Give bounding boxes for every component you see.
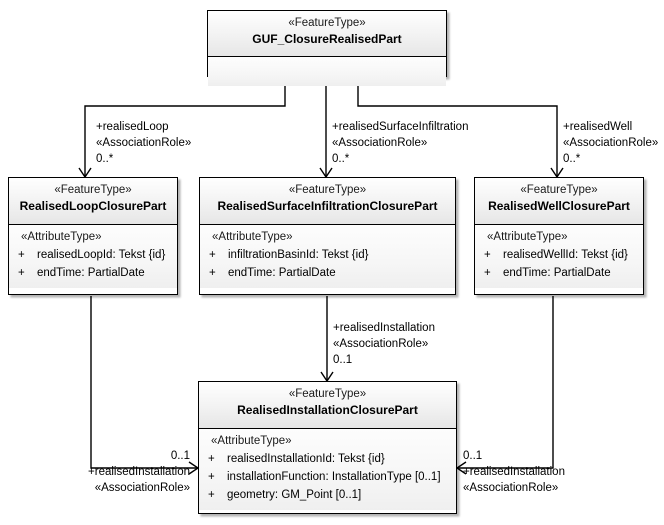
attribute-visibility: + [209,267,216,279]
assoc-role: +realisedSurfaceInfiltration [332,121,469,133]
assoc-role: +realisedInstallation [333,322,435,334]
attribute-visibility: + [208,453,215,465]
assoc-stereotype: «AssociationRole» [563,137,659,149]
assoc-multiplicity: 0..1 [170,450,190,462]
attribute-row: + installationFunction: InstallationType… [199,468,456,486]
assoc-stereotype: «AssociationRole» [96,137,192,149]
class-body [208,57,446,86]
class-name: RealisedLoopClosurePart [19,199,167,213]
class-header: «FeatureType» RealisedSurfaceInfiltratio… [200,178,455,225]
attribute-text: endTime: PartialDate [228,267,336,279]
attribute-text: realisedInstallationId: Tekst {id} [227,453,385,465]
class-body: «AttributeType» + realisedInstallationId… [199,429,456,510]
class-realised-surface-infiltration-closure-part[interactable]: «FeatureType» RealisedSurfaceInfiltratio… [199,177,456,295]
class-header: «FeatureType» RealisedWellClosurePart [475,178,643,225]
class-name: GUF_ClosureRealisedPart [252,32,402,46]
class-name: RealisedInstallationClosurePart [237,403,418,417]
attribute-text: endTime: PartialDate [37,267,145,279]
attribute-visibility: + [18,267,25,279]
attribute-row: + realisedInstallationId: Tekst {id} [199,450,456,468]
attribute-stereotype: «AttributeType» [21,231,102,243]
assoc-stereotype: «AssociationRole» [463,482,559,494]
attribute-visibility: + [208,471,215,483]
assoc-line-well-installation [455,296,554,475]
class-stereotype: «FeatureType» [288,388,367,400]
attribute-text: infiltrationBasinId: Tekst {id} [228,249,369,261]
class-header: «FeatureType» RealisedLoopClosurePart [9,178,177,225]
assoc-label-loop-to-installation: 0..1 +realisedInstallation «AssociationR… [10,448,190,496]
assoc-multiplicity: 0..* [332,153,350,165]
assoc-multiplicity: 0..1 [463,450,483,462]
class-name: RealisedSurfaceInfiltrationClosurePart [217,199,438,213]
attribute-row: + realisedWellId: Tekst {id} [475,246,643,264]
attribute-visibility: + [208,489,215,501]
attribute-row: + endTime: PartialDate [475,264,643,282]
assoc-multiplicity: 0..1 [333,354,353,366]
assoc-stereotype: «AssociationRole» [94,482,190,494]
class-guf-closure-realised-part[interactable]: «FeatureType» GUF_ClosureRealisedPart [207,10,447,86]
assoc-role: +realisedInstallation [463,466,565,478]
assoc-label-well-to-installation: 0..1 +realisedInstallation «AssociationR… [463,448,565,496]
assoc-role: +realisedInstallation [88,466,190,478]
attribute-text: realisedLoopId: Tekst {id} [37,249,166,261]
attribute-visibility: + [209,249,216,261]
class-body: «AttributeType» + infiltrationBasinId: T… [200,225,455,288]
assoc-stereotype: «AssociationRole» [333,338,429,350]
class-header: «FeatureType» RealisedInstallationClosur… [199,382,456,429]
class-realised-installation-closure-part[interactable]: «FeatureType» RealisedInstallationClosur… [198,381,457,514]
class-stereotype: «FeatureType» [520,184,598,196]
attribute-visibility: + [484,249,491,261]
assoc-line-loop-installation [90,296,200,475]
assoc-label-realised-loop: +realisedLoop «AssociationRole» 0..* [96,119,191,167]
class-body: «AttributeType» + realisedWellId: Tekst … [475,225,643,288]
assoc-role: +realisedWell [563,121,633,133]
class-header: «FeatureType» GUF_ClosureRealisedPart [208,11,446,57]
class-realised-well-closure-part[interactable]: «FeatureType» RealisedWellClosurePart «A… [474,177,644,295]
attribute-row: + endTime: PartialDate [200,264,455,282]
assoc-label-realised-surface-infiltration: +realisedSurfaceInfiltration «Associatio… [332,119,468,167]
assoc-stereotype: «AssociationRole» [332,137,428,149]
assoc-label-realised-well: +realisedWell «AssociationRole» 0..* [563,119,658,167]
attribute-visibility: + [484,267,491,279]
attribute-text: endTime: PartialDate [503,267,611,279]
attribute-stereotype: «AttributeType» [211,435,292,447]
assoc-label-surface-to-installation: +realisedInstallation «AssociationRole» … [333,320,435,368]
class-name: RealisedWellClosurePart [488,199,630,213]
assoc-role: +realisedLoop [96,121,169,133]
attribute-text: installationFunction: InstallationType [… [227,471,441,483]
attribute-row: + geometry: GM_Point [0..1] [199,486,456,504]
class-realised-loop-closure-part[interactable]: «FeatureType» RealisedLoopClosurePart «A… [8,177,178,295]
class-stereotype: «FeatureType» [54,184,132,196]
assoc-multiplicity: 0..* [96,153,114,165]
class-stereotype: «FeatureType» [288,184,367,196]
attribute-stereotype: «AttributeType» [212,231,293,243]
attribute-stereotype: «AttributeType» [487,231,568,243]
class-stereotype: «FeatureType» [288,17,366,29]
attribute-visibility: + [18,249,25,261]
attribute-row: + realisedLoopId: Tekst {id} [9,246,177,264]
attribute-row: + endTime: PartialDate [9,264,177,282]
attribute-row: + infiltrationBasinId: Tekst {id} [200,246,455,264]
assoc-multiplicity: 0..* [563,153,581,165]
attribute-text: realisedWellId: Tekst {id} [503,249,628,261]
class-body: «AttributeType» + realisedLoopId: Tekst … [9,225,177,288]
attribute-text: geometry: GM_Point [0..1] [227,489,362,501]
